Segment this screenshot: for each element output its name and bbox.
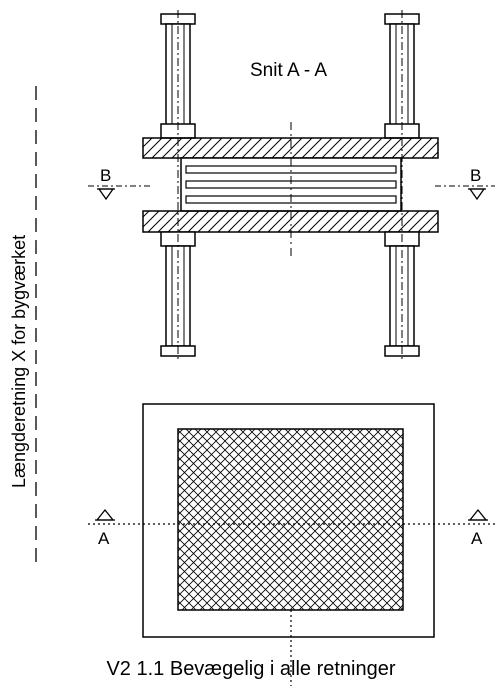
axis-label: Længderetning X for bygværket xyxy=(9,235,29,488)
bolt-centerlines xyxy=(177,10,403,360)
marker-a-left: A xyxy=(95,508,115,548)
section-view xyxy=(88,10,495,360)
plan-view xyxy=(88,403,495,686)
caption: V2 1.1 Bevægelig i alle retninger xyxy=(106,658,395,680)
svg-text:A: A xyxy=(471,529,483,548)
section-title: Snit A - A xyxy=(250,60,327,81)
marker-a-right: A xyxy=(468,508,488,548)
svg-text:B: B xyxy=(470,166,481,185)
marker-b-right: B xyxy=(468,166,486,201)
marker-b-left: B xyxy=(97,166,115,201)
svg-text:B: B xyxy=(100,166,111,185)
plan-elastomer xyxy=(177,428,404,611)
svg-text:A: A xyxy=(98,529,110,548)
